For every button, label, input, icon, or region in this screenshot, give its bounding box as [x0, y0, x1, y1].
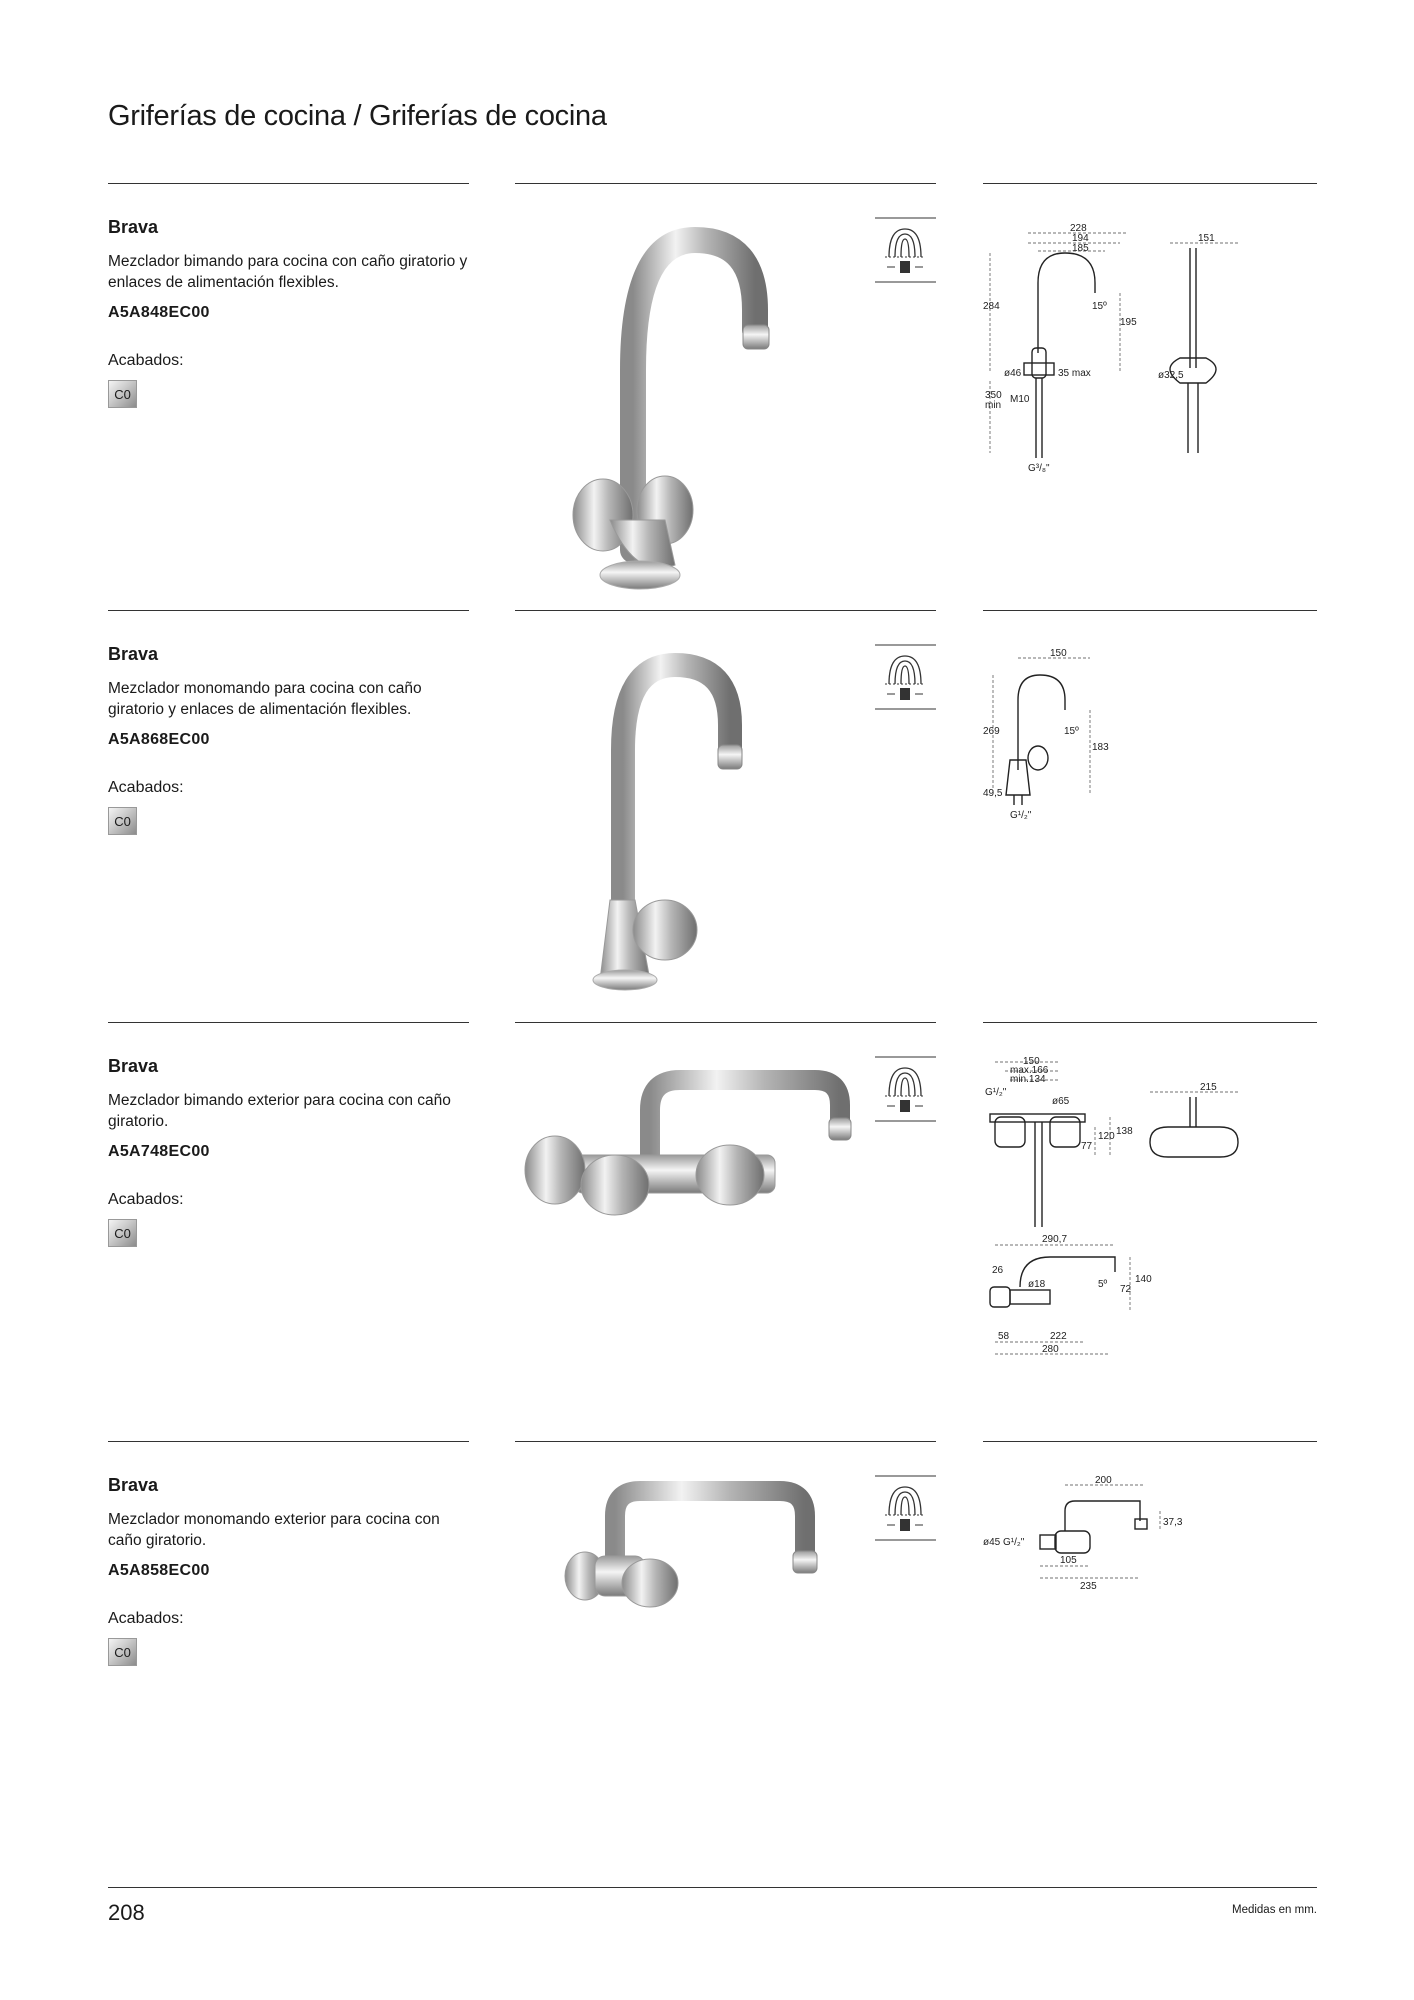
technical-drawing: 150 269 15º 183 49,5 G¹/₂": [983, 648, 1109, 821]
dim-label: 120: [1098, 1131, 1115, 1142]
dim-label: 49,5: [983, 788, 1003, 799]
finish-swatch: C0: [108, 1638, 137, 1666]
dim-label: 26: [992, 1265, 1004, 1276]
product-code: A5A868EC00: [108, 731, 210, 748]
dim-label: 269: [983, 726, 1000, 737]
finish-swatch: C0: [108, 380, 137, 408]
dim-label: M10: [1010, 394, 1030, 405]
dim-label: 228: [1070, 223, 1087, 234]
dim-label: 183: [1092, 742, 1109, 753]
footer-divider: [108, 1887, 1317, 1888]
dim-label: 15º: [1064, 726, 1079, 737]
dim-label: 151: [1198, 233, 1215, 244]
dim-label: 284: [983, 301, 1000, 312]
dim-label: min: [985, 400, 1001, 411]
dim-label: 350: [985, 390, 1002, 401]
dim-label: G³/₈": [1028, 463, 1050, 474]
product-code: A5A748EC00: [108, 1143, 210, 1160]
spray-aerator-icon: [875, 1056, 936, 1122]
divider: [515, 1022, 936, 1023]
divider: [515, 1441, 936, 1442]
product-info: Brava Mezclador bimando para cocina con …: [108, 183, 468, 408]
divider: [108, 183, 469, 184]
finishes-label: Acabados:: [108, 1191, 184, 1208]
dim-label: 58: [998, 1331, 1010, 1342]
finish-swatch: C0: [108, 807, 137, 835]
dim-label: ø65: [1052, 1096, 1070, 1107]
dim-label: G¹/₂": [1010, 810, 1032, 821]
dim-label: ø45 G¹/₂": [983, 1537, 1025, 1548]
faucet-photo: [592, 652, 743, 991]
dim-label: 5º: [1098, 1279, 1108, 1290]
technical-drawing: 200 37,3 ø45 G¹/₂" 105 235: [983, 1475, 1183, 1592]
faucet-photo: [564, 1481, 818, 1608]
technical-drawing: 228 194 185 284 15º 195 ø46 35 max 350 m…: [983, 223, 1240, 474]
dim-label: max.166: [1010, 1065, 1049, 1076]
product-info: Brava Mezclador bimando exterior para co…: [108, 1022, 468, 1247]
divider: [983, 1022, 1317, 1023]
dim-label: 72: [1120, 1284, 1132, 1295]
dim-label: 280: [1042, 1344, 1059, 1355]
technical-drawing: 150 max.166 min.134 G¹/₂" ø65 120 138 77…: [985, 1056, 1240, 1355]
product-code: A5A848EC00: [108, 304, 210, 321]
divider: [983, 610, 1317, 611]
divider: [983, 183, 1317, 184]
dim-label: 105: [1060, 1555, 1077, 1566]
dim-label: ø18: [1028, 1279, 1046, 1290]
product-description: Mezclador monomando exterior para cocina…: [108, 1511, 440, 1549]
product-name: Brava: [108, 217, 159, 237]
spray-aerator-icon: [875, 1475, 936, 1541]
dim-label: 222: [1050, 1331, 1067, 1342]
page-title: Griferías de cocina / Griferías de cocin…: [108, 100, 607, 132]
product-info: Brava Mezclador monomando para cocina co…: [108, 610, 468, 835]
dim-label: min.134: [1010, 1074, 1046, 1085]
product-name: Brava: [108, 1056, 159, 1076]
spray-aerator-icon: [875, 644, 936, 710]
faucet-photo: [524, 1070, 852, 1216]
product-description: Mezclador bimando exterior para cocina c…: [108, 1092, 451, 1130]
faucet-photo: [572, 226, 770, 590]
dim-label: 235: [1080, 1581, 1097, 1592]
divider: [108, 610, 469, 611]
product-name: Brava: [108, 1475, 159, 1495]
divider: [108, 1022, 469, 1023]
dim-label: 200: [1095, 1475, 1112, 1486]
dim-label: 185: [1072, 243, 1089, 254]
product-name: Brava: [108, 644, 159, 664]
dim-label: 290,7: [1042, 1234, 1067, 1245]
dim-label: 140: [1135, 1274, 1152, 1285]
spray-aerator-icon: [875, 217, 936, 283]
product-info: Brava Mezclador monomando exterior para …: [108, 1441, 468, 1666]
dim-label: G¹/₂": [985, 1087, 1007, 1098]
finish-swatch: C0: [108, 1219, 137, 1247]
dim-label: 35 max: [1058, 368, 1091, 379]
finishes-label: Acabados:: [108, 1610, 184, 1627]
finishes-label: Acabados:: [108, 352, 184, 369]
product-description: Mezclador monomando para cocina con caño…: [108, 680, 422, 718]
dim-label: 15º: [1092, 301, 1107, 312]
divider: [108, 1441, 469, 1442]
dim-label: 37,3: [1163, 1517, 1183, 1528]
dim-label: 150: [1023, 1056, 1040, 1067]
divider: [515, 610, 936, 611]
dim-label: 150: [1050, 648, 1067, 659]
dim-label: ø32,5: [1158, 370, 1184, 381]
page-number: 208: [108, 1900, 145, 1925]
product-code: A5A858EC00: [108, 1562, 210, 1579]
finishes-label: Acabados:: [108, 779, 184, 796]
dim-label: 138: [1116, 1126, 1133, 1137]
dim-label: 195: [1120, 317, 1137, 328]
divider: [983, 1441, 1317, 1442]
dim-label: 77: [1081, 1141, 1093, 1152]
dim-label: 215: [1200, 1082, 1217, 1093]
divider: [515, 183, 936, 184]
dim-label: 194: [1072, 233, 1089, 244]
footnote: Medidas en mm.: [1231, 1904, 1317, 1916]
dim-label: ø46: [1004, 368, 1022, 379]
product-description: Mezclador bimando para cocina con caño g…: [108, 253, 468, 291]
